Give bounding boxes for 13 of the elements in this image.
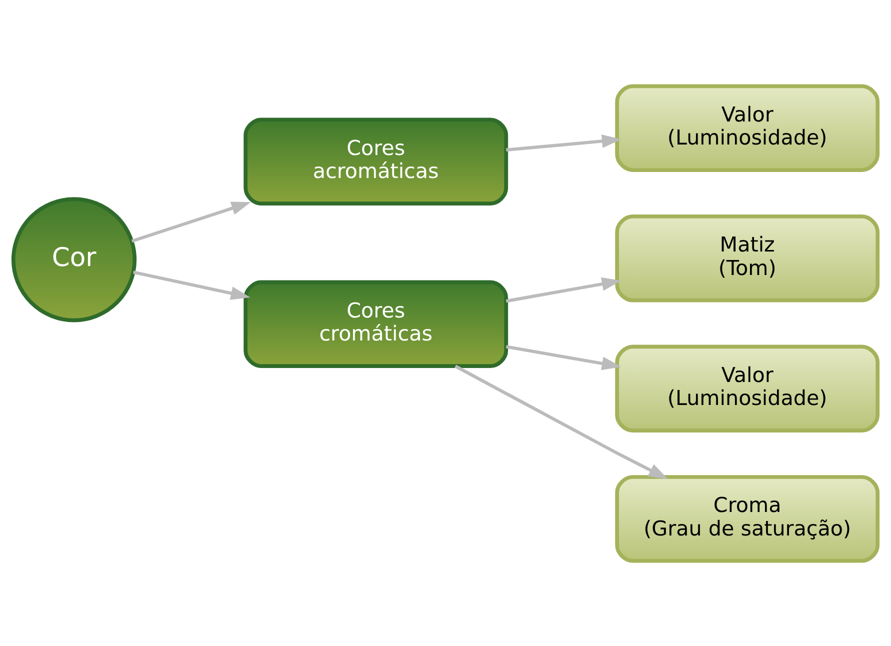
arrow <box>131 201 251 242</box>
arrow <box>133 270 250 300</box>
arrow <box>506 344 622 370</box>
node-box: Cores cromáticas <box>244 280 508 368</box>
node-box: Cores acromáticas <box>244 117 508 205</box>
node-circle: Cor <box>11 196 137 322</box>
arrow <box>454 364 668 479</box>
node-box: Valor (Luminosidade) <box>615 344 880 432</box>
node-box: Croma (Grau de saturação) <box>615 474 880 562</box>
node-box: Valor (Luminosidade) <box>615 84 880 172</box>
node-box: Matiz (Tom) <box>615 214 880 302</box>
arrow <box>506 134 622 151</box>
arrow <box>506 276 622 302</box>
